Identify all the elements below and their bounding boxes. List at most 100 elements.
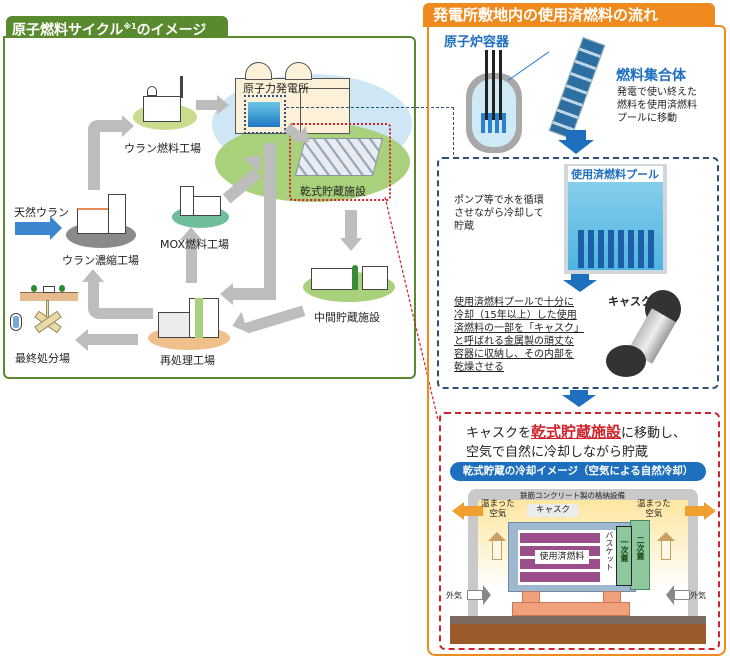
flow-arrow [88,308,153,319]
uranium-fuel-plant-icon [143,96,181,122]
pool-label-bg [568,166,663,182]
flow-arrow [88,280,99,318]
flow-arrow-head [180,227,202,240]
dry-storage-label: 乾式貯蔵施設 [300,185,366,198]
spent-fuel-pool-label: 使用済燃料プール [571,168,659,181]
flow-arrow [88,334,138,345]
enrichment-plant-icon [77,208,109,234]
outside-air-arrow-head [666,585,674,605]
facility-label: 鉄筋コンクリート製の格納設備 [520,491,625,500]
warm-air-arrow-head [452,502,464,520]
title-text: 原子燃料サイクル [12,22,124,39]
fuel-assembly-description: 発電で使い終えた 燃料を使用済燃料 プールに移動 [617,86,697,125]
pool-fuel-racks-icon [578,230,656,268]
warm-air-arrow-left [463,506,483,516]
desc-line: ポンプ等で水を循環 [454,195,544,206]
outside-air-arrow-right [674,590,690,600]
cask-description: 使用済燃料プールで十分に 冷却（15年以上）した使用 済燃料の一部を「キャスク」… [454,296,584,374]
desc-line: 使用済燃料プールで十分に [454,297,574,308]
down-arrow-icon [570,390,588,395]
label-line: 温まった [637,499,671,509]
fuel-assembly-label: 燃料集合体 [616,68,686,84]
pool-highlight [244,95,286,134]
tree-icon [31,285,37,292]
down-arrow-icon [571,274,589,280]
dry-storage-intro-line2: 空気で自然に冷却しながら貯蔵 [466,445,649,460]
desc-line: させながら冷却して [454,208,544,219]
tree-icon [59,285,65,292]
interim-storage-icon [311,268,353,290]
fuel-cycle-title: 原子燃料サイクル※1のイメージ [6,16,228,39]
cask-base-icon [606,345,646,377]
disposal-entrance-icon [43,286,55,293]
outside-air-label-left: 外気 [446,591,462,600]
intro-text: キャスクを [466,426,532,441]
desc-line: 冷却（15年以上）した使用 [454,310,577,321]
flow-arrow [88,120,124,132]
ground-layer [20,292,78,301]
desc-line: 燃料を使用済燃料 [617,100,697,111]
primary-lid-label: 一次蓋 [620,538,629,562]
dry-storage-intro: キャスクを乾式貯蔵施設に移動し、 [466,421,686,442]
reprocessing-plant-icon [158,312,190,338]
secondary-lid-label: 二次蓋 [636,536,645,560]
title-footnote: ※1 [123,22,137,31]
control-rod-icon [485,50,488,120]
fuel-rods-icon [481,113,506,133]
flow-arrow-head [75,329,88,351]
power-plant-label: 原子力発電所 [243,82,309,95]
dry-storage-section [439,412,720,650]
dry-storage-highlight-text: 乾式貯蔵施設 [531,423,622,441]
plant-annex [300,88,350,134]
cask-pedestal [512,602,630,616]
enrichment-plant-tower-icon [108,194,126,234]
mox-plant-label: MOX燃料工場 [160,238,229,251]
interim-storage-annex-icon [362,266,388,290]
tree-icon [352,265,358,290]
flow-arrow-head [340,238,362,251]
outside-air-arrow-left [467,590,483,600]
spent-fuel-label: 使用済燃料 [535,550,589,564]
flow-arrow-head [217,95,229,115]
final-disposal-label: 最終処分場 [15,352,70,365]
interim-storage-label: 中間貯蔵施設 [314,311,380,324]
reprocessing-plant-label: 再処理工場 [160,354,215,367]
up-air-arrow-head [488,532,506,541]
spent-fuel-flow-title: 発電所敷地内の使用済燃料の流れ [423,3,715,27]
cask-tag-label: キャスク [527,504,579,517]
up-air-arrow-right [661,540,671,560]
label-line: 空気 [489,509,507,519]
flow-arrow-head [220,283,233,305]
flow-arrow-head [82,269,104,282]
basket-label: バスケット [605,531,614,571]
label-line: 空気 [645,509,663,519]
warm-air-arrow-head [704,502,716,520]
warm-air-label-right: 温まった 空気 [637,499,671,519]
desc-line: 発電で使い終えた [617,87,697,98]
flow-arrow [88,120,100,190]
uranium-fuel-plant-label: ウラン燃料工場 [124,142,201,155]
reprocessing-plant-tower-icon [189,298,219,338]
pool-description: ポンプ等で水を循環 させながら冷却して 貯蔵 [454,194,544,233]
enrichment-plant-label: ウラン濃縮工場 [62,254,139,267]
natural-uranium-label: 天然ウラン [14,206,69,219]
plant-chimney-icon [180,76,183,98]
desc-line: 乾燥させる [454,362,504,373]
plant-tank-icon [147,86,157,96]
desc-line: 済燃料の一部を「キャスク」 [454,323,584,334]
mox-plant-icon [180,186,194,216]
down-arrow-head [562,395,596,407]
desc-line: 容器に収納し、その内部を [454,349,574,360]
desc-line: プールに移動 [617,113,677,124]
ground [450,624,706,644]
intro-text: に移動し、 [621,426,687,441]
title-suffix: のイメージ [136,22,207,39]
flow-arrow [186,238,197,283]
dry-storage-connector-line [384,196,439,421]
down-arrow-head [563,280,597,292]
natural-uranium-arrow-head [50,216,62,240]
spent-fuel-flow-panel [427,25,726,656]
cooling-image-banner: 乾式貯蔵の冷却イメージ（空気による自然冷却） [450,462,706,481]
primary-lid [616,526,632,586]
pool-section [437,157,719,389]
